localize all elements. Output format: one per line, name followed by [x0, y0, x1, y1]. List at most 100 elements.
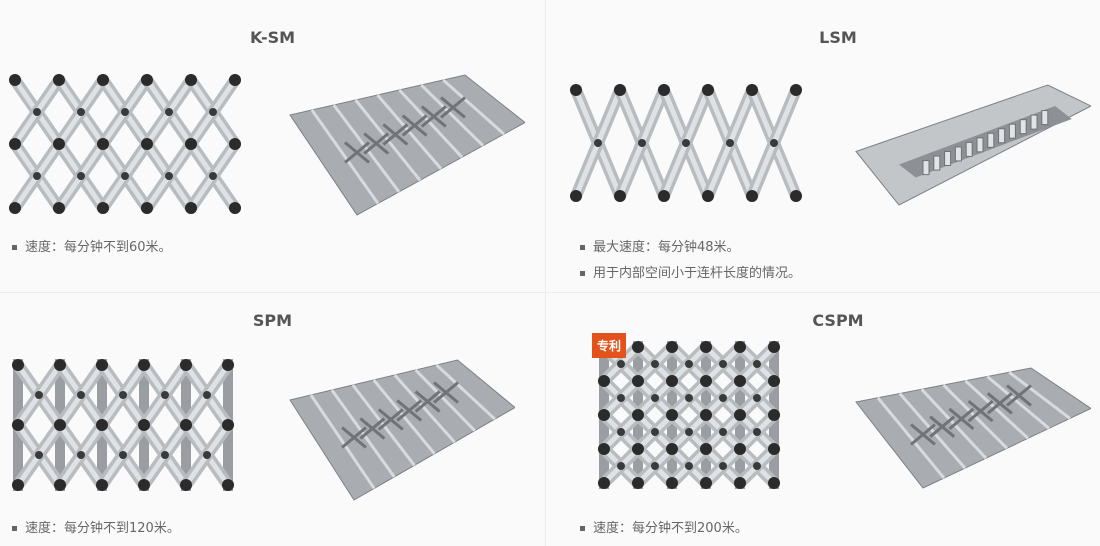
link-block	[1008, 123, 1016, 139]
pivot	[685, 394, 693, 402]
feature-item: 速度：每分钟不到60米。	[12, 235, 172, 261]
inner-scissor	[910, 423, 936, 446]
cover-segment	[420, 83, 485, 147]
pivot	[719, 360, 727, 368]
pivot	[685, 462, 693, 470]
pivot	[614, 84, 626, 96]
pivot	[165, 172, 173, 180]
pivot	[632, 375, 644, 387]
pivot	[33, 172, 41, 180]
pivot	[570, 84, 582, 96]
pivot	[203, 391, 211, 399]
pivot	[138, 359, 150, 371]
link-block	[944, 151, 952, 166]
pivot	[53, 74, 65, 86]
pivot	[141, 138, 153, 150]
pivot	[617, 360, 625, 368]
inner-scissor	[344, 141, 370, 164]
pivot	[77, 172, 85, 180]
pivot	[54, 479, 66, 491]
pivot	[141, 202, 153, 214]
pivot	[121, 172, 129, 180]
cover-segment	[309, 394, 376, 490]
pivot	[165, 108, 173, 116]
pivot	[702, 84, 714, 96]
pivot	[77, 391, 85, 399]
pivot	[229, 202, 241, 214]
pivot	[617, 394, 625, 402]
pivot	[768, 375, 780, 387]
telescopic-cover-image	[289, 74, 525, 216]
pivot	[121, 108, 129, 116]
feature-list: 最大速度：每分钟48米。 用于内部空间小于连杆长度的情况。	[580, 235, 801, 287]
pivot	[702, 190, 714, 202]
inner-scissor	[359, 417, 386, 440]
pivot	[666, 409, 678, 421]
pivot	[734, 341, 746, 353]
scissor-linkage-image	[598, 341, 780, 489]
pivot	[97, 202, 109, 214]
pivot	[768, 443, 780, 455]
pivot	[719, 394, 727, 402]
link-block	[1041, 110, 1049, 126]
cover-segment	[442, 78, 505, 136]
pivot	[651, 462, 659, 470]
pivot	[12, 419, 24, 431]
pivot	[222, 479, 234, 491]
pivot	[632, 341, 644, 353]
product-card-cspm: CSPM 专利 速度：每分钟不到200米。	[545, 292, 1100, 546]
link-block	[987, 132, 995, 148]
pivot	[77, 108, 85, 116]
pivot	[700, 443, 712, 455]
telescopic-cover-image	[289, 359, 515, 501]
cover-segment	[876, 396, 946, 480]
pivot	[35, 451, 43, 459]
pivot	[35, 391, 43, 399]
pivot	[185, 74, 197, 86]
link-block	[954, 146, 962, 162]
pivot	[222, 419, 234, 431]
pivot	[658, 84, 670, 96]
patent-badge: 专利	[592, 333, 627, 358]
pivot	[54, 419, 66, 431]
link-block	[1019, 119, 1027, 135]
pivot	[753, 462, 761, 470]
pivot	[598, 477, 610, 489]
inner-scissor	[1006, 384, 1032, 407]
pivot	[33, 108, 41, 116]
pivot	[700, 409, 712, 421]
pivot	[138, 479, 150, 491]
cover-segment	[986, 375, 1050, 430]
pivot	[790, 84, 802, 96]
pivot	[209, 172, 217, 180]
pivot	[77, 451, 85, 459]
product-card-k-sm: K-SM 速度：每分钟不到60米。	[0, 0, 545, 292]
link-block	[976, 137, 984, 153]
cover-segment	[372, 379, 436, 455]
pivot	[9, 202, 21, 214]
product-card-spm: SPM 速度：每分钟不到120米。	[0, 292, 545, 546]
feature-item: 速度：每分钟不到120米。	[12, 516, 180, 542]
link-block	[922, 160, 930, 176]
feature-item: 速度：每分钟不到200米。	[580, 516, 748, 542]
product-card-lsm: LSM 最大速度：每分钟48米。 用于内部空间小于连杆长度的情况。	[545, 0, 1100, 292]
pivot	[632, 443, 644, 455]
pivot	[632, 477, 644, 489]
pivot	[753, 394, 761, 402]
pivot	[682, 139, 690, 147]
pivot	[770, 139, 778, 147]
pivot	[12, 479, 24, 491]
cover-channel	[899, 106, 1072, 178]
inner-scissor	[382, 123, 409, 146]
pivot	[617, 462, 625, 470]
pivot	[180, 419, 192, 431]
inner-scissor	[363, 132, 390, 155]
pivot	[119, 451, 127, 459]
pivot	[598, 443, 610, 455]
pivot	[700, 341, 712, 353]
scissor-linkage-image	[12, 359, 234, 491]
pivot	[632, 409, 644, 421]
feature-list: 速度：每分钟不到60米。	[12, 235, 172, 261]
product-title: K-SM	[249, 28, 296, 47]
pivot	[9, 74, 21, 86]
